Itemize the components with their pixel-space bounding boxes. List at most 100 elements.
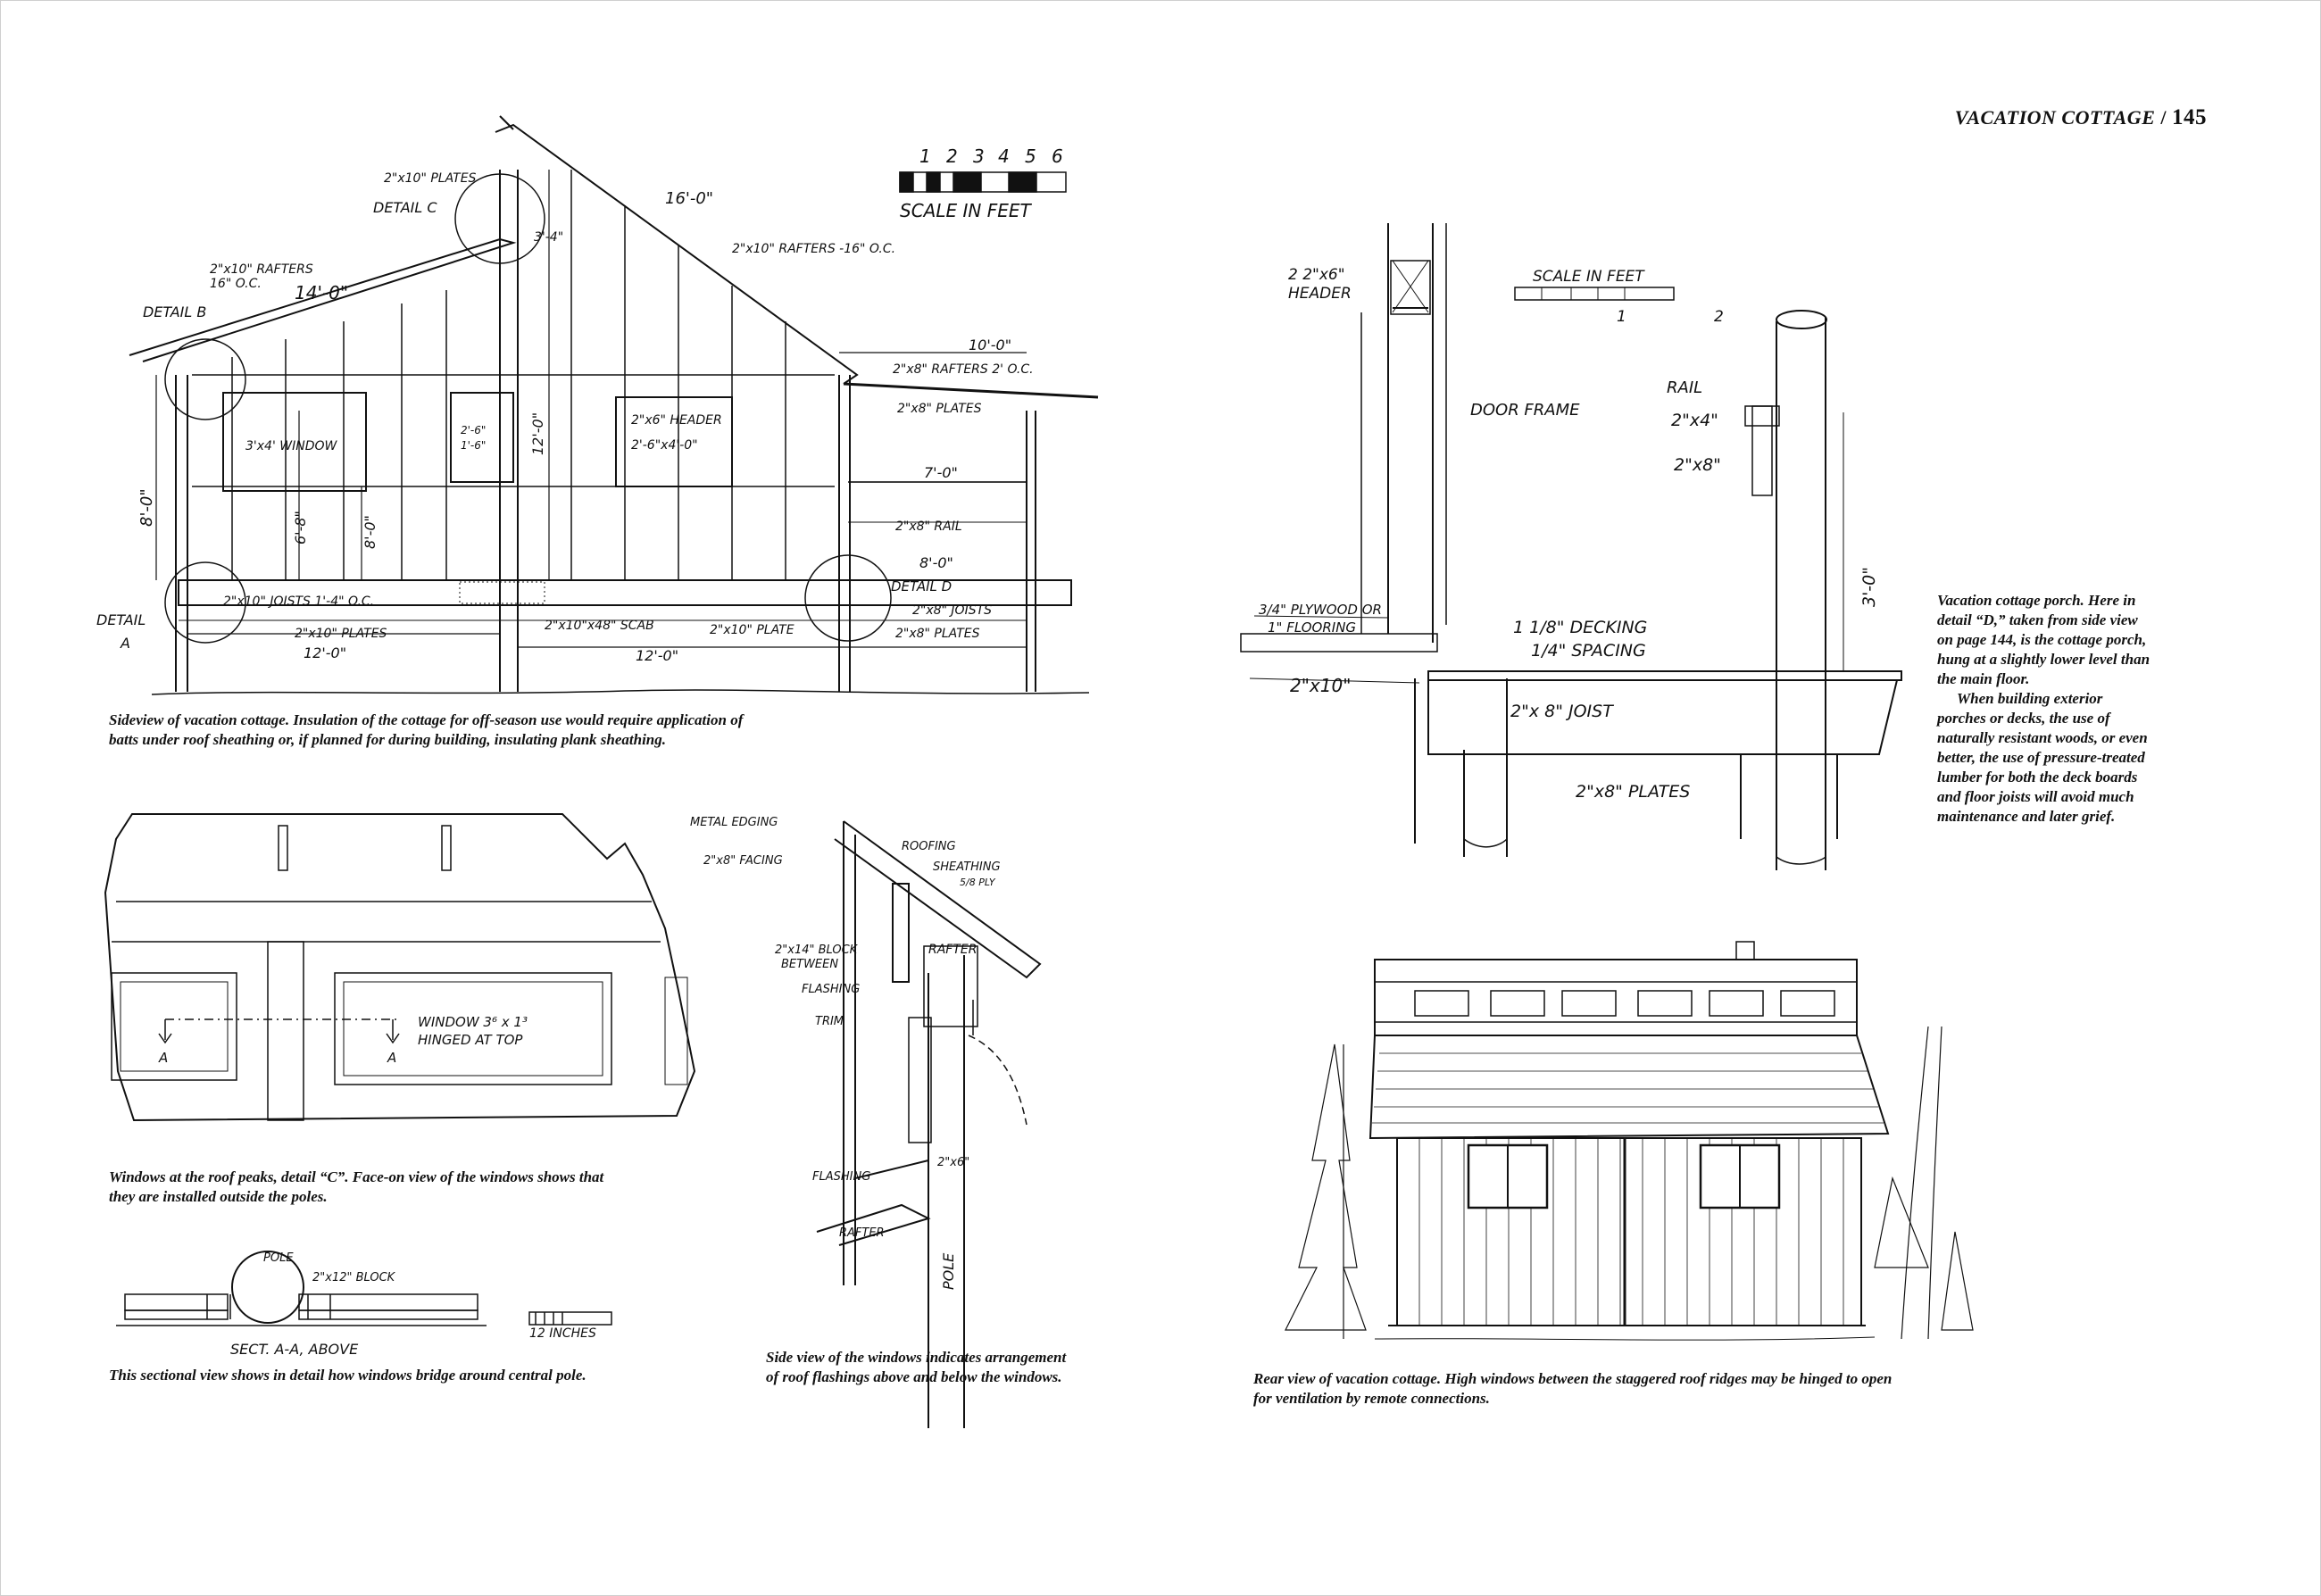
sidewin-sheathing: SHEATHING xyxy=(933,860,1001,874)
window-panel-outline xyxy=(104,813,696,1122)
header-separator: / xyxy=(2160,106,2167,129)
label-plate-r: 2"x10" PLATE xyxy=(710,623,794,637)
label-joists-main: 2"x10" JOISTS 1'-4" O.C. xyxy=(223,594,374,609)
section-labels: POLE 2"x12" BLOCK SECT. A-A, ABOVE 12 IN… xyxy=(230,1251,596,1358)
sideview-scale-numbers: 1 2 3 4 5 6 SCALE IN FEET xyxy=(900,145,1063,221)
sidewin-between: BETWEEN xyxy=(781,958,838,971)
label-rafters-left-oc: 16" O.C. xyxy=(210,277,262,291)
label-header-26: 2"x6" HEADER xyxy=(631,413,722,428)
section-mark-a-right: A xyxy=(387,1050,396,1066)
porch-plates: 2"x8" PLATES xyxy=(1576,782,1690,802)
porch-header-a: 2 2"x6" xyxy=(1288,266,1345,284)
windows-drawing xyxy=(104,813,696,1122)
porch-caption-2: When building exterior porches or decks,… xyxy=(1937,690,2148,825)
label-dim-6-8: 6'-8" xyxy=(292,511,309,544)
porch-deck-b: 1/4" SPACING xyxy=(1531,641,1646,661)
scale-num-2: 2 xyxy=(946,145,958,167)
label-dim-16: 16'-0" xyxy=(665,189,713,208)
scale-num-1: 1 xyxy=(919,145,931,167)
sidewin-labels: METAL EDGING 2"x8" FACING ROOFING SHEATH… xyxy=(690,816,1001,1290)
label-detail-c: DETAIL C xyxy=(373,199,437,216)
label-dim-3-4: 3'-4" xyxy=(534,230,563,245)
sidewin-ply: 5/8 PLY xyxy=(960,877,996,888)
porch-r24: 2"x4" xyxy=(1671,411,1718,430)
clerestory-windows xyxy=(1414,990,1835,1017)
label-detail-a1: DETAIL xyxy=(96,611,146,628)
window-label-2: HINGED AT TOP xyxy=(418,1032,523,1048)
porch-joist: 2"x 8" JOIST xyxy=(1510,702,1614,721)
porch-s1: 1 xyxy=(1617,308,1626,326)
label-plates-porch-bottom: 2"x8" PLATES xyxy=(895,627,980,641)
header-title: VACATION COTTAGE xyxy=(1954,106,2156,129)
label-plates-top: 2"x10" PLATES xyxy=(384,171,477,186)
scale-num-5: 5 xyxy=(1025,145,1036,167)
label-rafters-right: 2"x10" RAFTERS -16" O.C. xyxy=(732,242,895,256)
sidewin-caption: Side view of the windows indicates arran… xyxy=(766,1349,1067,1385)
label-plates-porch: 2"x8" PLATES xyxy=(897,402,982,416)
porch-deck-a: 1 1/8" DECKING xyxy=(1513,618,1647,637)
label-window-34: 3'x4' WINDOW xyxy=(245,439,337,453)
label-rafters-left: 2"x10" RAFTERS xyxy=(210,262,313,277)
rear-caption: Rear view of vacation cottage. High wind… xyxy=(1253,1370,1893,1407)
sidewin-facing: 2"x8" FACING xyxy=(703,854,783,868)
porch-ply-a: 3/4" PLYWOOD OR xyxy=(1259,602,1382,618)
sideview-caption: Sideview of vacation cottage. Insulation… xyxy=(109,711,744,748)
label-dim-8-porch: 8'-0" xyxy=(919,554,953,571)
sidewin-flashing-top: FLASHING xyxy=(802,983,860,996)
section-pole: POLE xyxy=(263,1251,294,1265)
label-detail-d: DETAIL D xyxy=(891,578,952,594)
label-scab: 2"x10"x48" SCAB xyxy=(545,619,654,633)
label-joists-porch: 2"x8" JOISTS xyxy=(912,603,992,618)
sidewin-2x6: 2"x6" xyxy=(937,1156,969,1169)
label-header-size: 2'-6"x4'-0" xyxy=(631,438,698,453)
sidewin-rafter-bottom: RAFTER xyxy=(839,1226,885,1240)
section-scale: 12 INCHES xyxy=(529,1326,596,1341)
label-dim-8-0: 8'-0" xyxy=(362,515,379,549)
porch-r28: 2"x8" xyxy=(1674,455,1721,475)
label-dim-12-b: 12'-0" xyxy=(636,647,678,664)
porch-drawing xyxy=(1240,223,1902,870)
running-header: VACATION COTTAGE / 145 xyxy=(1955,105,2207,130)
porch-x10: 2"x10" xyxy=(1290,675,1351,696)
porch-rail: RAIL xyxy=(1667,378,1702,397)
label-dim-14: 14'-0" xyxy=(295,282,348,303)
porch-header-b: HEADER xyxy=(1288,285,1352,303)
label-win-small-a: 2'-6" xyxy=(461,424,486,436)
scale-num-6: 6 xyxy=(1052,145,1063,167)
section-block: 2"x12" BLOCK xyxy=(312,1271,396,1284)
label-plates-bottom: 2"x10" PLATES xyxy=(295,627,387,641)
porch-ply-b: 1" FLOORING xyxy=(1268,619,1356,636)
porch-caption: Vacation cottage porch. Here in detail “… xyxy=(1937,591,2151,827)
porch-scale: SCALE IN FEET xyxy=(1533,268,1645,286)
label-dim-8-left: 8'-0" xyxy=(137,488,156,527)
rear-wall xyxy=(1396,1137,1862,1326)
label-rail: 2"x8" RAIL xyxy=(895,520,962,534)
trees xyxy=(1285,1026,1974,1340)
label-rafters-porch: 2"x8" RAFTERS 2' O.C. xyxy=(893,362,1034,377)
windows-labels: WINDOW 3⁶ x 1³ HINGED AT TOP A A xyxy=(158,1014,528,1066)
sidewin-drawing xyxy=(816,820,1042,1428)
sidewin-pole: POLE xyxy=(940,1252,957,1290)
label-detail-a2: A xyxy=(120,635,130,652)
porch-caption-1: Vacation cottage porch. Here in detail “… xyxy=(1937,592,2150,687)
label-dim-12-a: 12'-0" xyxy=(304,644,346,661)
sidewin-flashing-bottom: FLASHING xyxy=(812,1170,870,1184)
porch-s2: 2 xyxy=(1714,308,1724,326)
scale-num-3: 3 xyxy=(973,145,985,167)
sidewin-rafter: RAFTER xyxy=(928,943,977,957)
sidewin-block: 2"x14" BLOCK xyxy=(775,943,859,957)
section-sect: SECT. A-A, ABOVE xyxy=(230,1341,359,1358)
label-detail-b: DETAIL B xyxy=(143,303,206,320)
section-mark-a-left: A xyxy=(158,1050,168,1066)
label-dim-10: 10'-0" xyxy=(969,337,1011,353)
windows-caption: Windows at the roof peaks, detail “C”. F… xyxy=(109,1168,604,1205)
left-roof xyxy=(129,237,517,362)
sideview-drawing xyxy=(129,115,1099,695)
sidewin-roofing: ROOFING xyxy=(902,840,956,853)
scale-num-4: 4 xyxy=(998,145,1010,167)
porch-labels: 2 2"x6" HEADER SCALE IN FEET 1 2 DOOR FR… xyxy=(1259,266,1879,802)
sideview-labels: 2"x10" PLATES DETAIL C 2"x10" RAFTERS 16… xyxy=(96,171,1034,664)
section-caption: This sectional view shows in detail how … xyxy=(109,1367,586,1384)
scale-label: SCALE IN FEET xyxy=(900,200,1032,221)
